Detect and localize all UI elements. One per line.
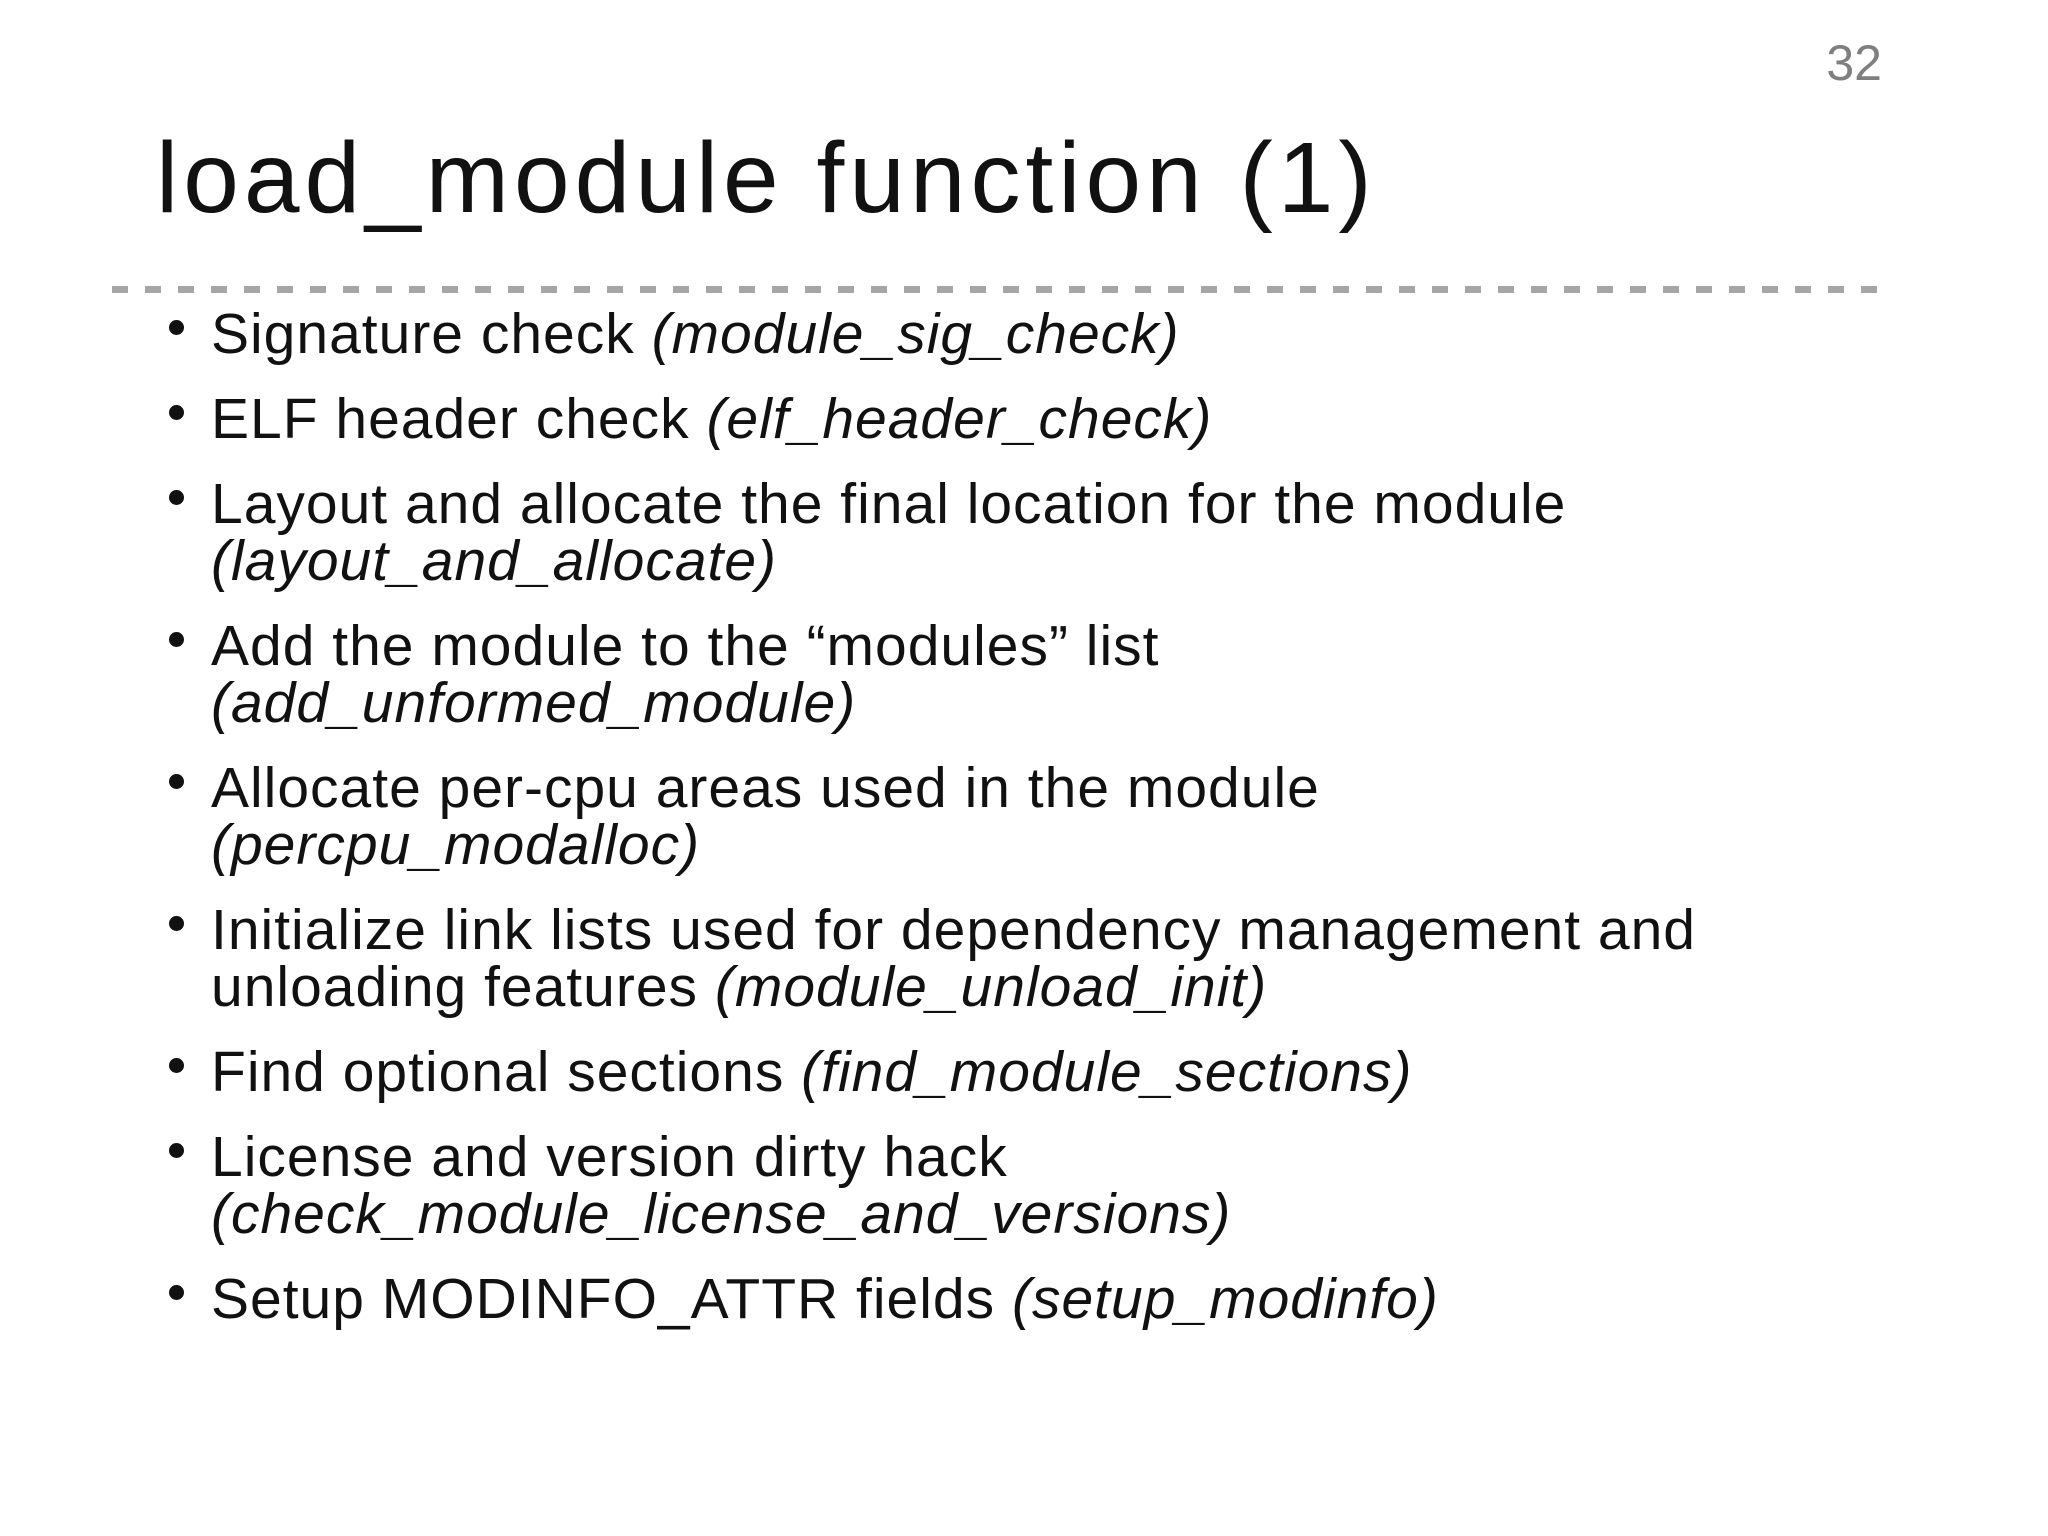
bullet-text: Signature check (module_sig_check) <box>211 306 1958 363</box>
bullet-text-line: (layout_and_allocate) <box>211 529 778 593</box>
bullet-text-line: Layout and allocate the final location f… <box>211 472 1567 536</box>
list-item: Add the module to the “modules” list(add… <box>165 618 1958 732</box>
bullet-icon <box>165 1044 211 1101</box>
bullet-text-line: Allocate per-cpu areas used in the modul… <box>211 756 1320 820</box>
bullet-text: Initialize link lists used for dependenc… <box>211 902 1958 1016</box>
bullet-list: Signature check (module_sig_check) ELF he… <box>165 306 1958 1356</box>
bullet-text: Allocate per-cpu areas used in the modul… <box>211 760 1958 874</box>
bullet-text: Find optional sections (find_module_sect… <box>211 1044 1958 1101</box>
bullet-text-line: Find optional sections (find_module_sect… <box>211 1040 1413 1104</box>
bullet-text: ELF header check (elf_header_check) <box>211 391 1958 448</box>
list-item: ELF header check (elf_header_check) <box>165 391 1958 448</box>
bullet-text-line: Add the module to the “modules” list <box>211 614 1160 678</box>
bullet-icon <box>165 618 211 675</box>
bullet-text-line: ELF header check (elf_header_check) <box>211 387 1213 451</box>
bullet-text-line: (percpu_modalloc) <box>211 813 701 877</box>
page-number: 32 <box>1826 35 1882 91</box>
bullet-icon <box>165 760 211 817</box>
list-item: Setup MODINFO_ATTR fields (setup_modinfo… <box>165 1271 1958 1328</box>
list-item: Initialize link lists used for dependenc… <box>165 902 1958 1016</box>
list-item: License and version dirty hack(check_mod… <box>165 1129 1958 1243</box>
bullet-text-line: (add_unformed_module) <box>211 671 857 735</box>
bullet-text-line: unloading features (module_unload_init) <box>211 955 1268 1019</box>
bullet-text: Add the module to the “modules” list(add… <box>211 618 1958 732</box>
bullet-icon <box>165 476 211 533</box>
bullet-text: License and version dirty hack(check_mod… <box>211 1129 1958 1243</box>
bullet-text-line: License and version dirty hack <box>211 1125 1008 1189</box>
bullet-icon <box>165 391 211 448</box>
bullet-text-line: (check_module_license_and_versions) <box>211 1182 1232 1246</box>
slide-title: load_module function (1) <box>156 122 1377 234</box>
bullet-icon <box>165 1271 211 1328</box>
bullet-text: Setup MODINFO_ATTR fields (setup_modinfo… <box>211 1271 1958 1328</box>
bullet-icon <box>165 902 211 959</box>
list-item: Signature check (module_sig_check) <box>165 306 1958 363</box>
bullet-icon <box>165 1129 211 1186</box>
list-item: Layout and allocate the final location f… <box>165 476 1958 590</box>
list-item: Find optional sections (find_module_sect… <box>165 1044 1958 1101</box>
bullet-icon <box>165 306 211 363</box>
bullet-text-line: Initialize link lists used for dependenc… <box>211 898 1697 962</box>
bullet-text: Layout and allocate the final location f… <box>211 476 1958 590</box>
list-item: Allocate per-cpu areas used in the modul… <box>165 760 1958 874</box>
dashed-separator <box>112 286 1888 293</box>
bullet-text-line: Setup MODINFO_ATTR fields (setup_modinfo… <box>211 1267 1439 1331</box>
bullet-text-line: Signature check (module_sig_check) <box>211 302 1180 366</box>
